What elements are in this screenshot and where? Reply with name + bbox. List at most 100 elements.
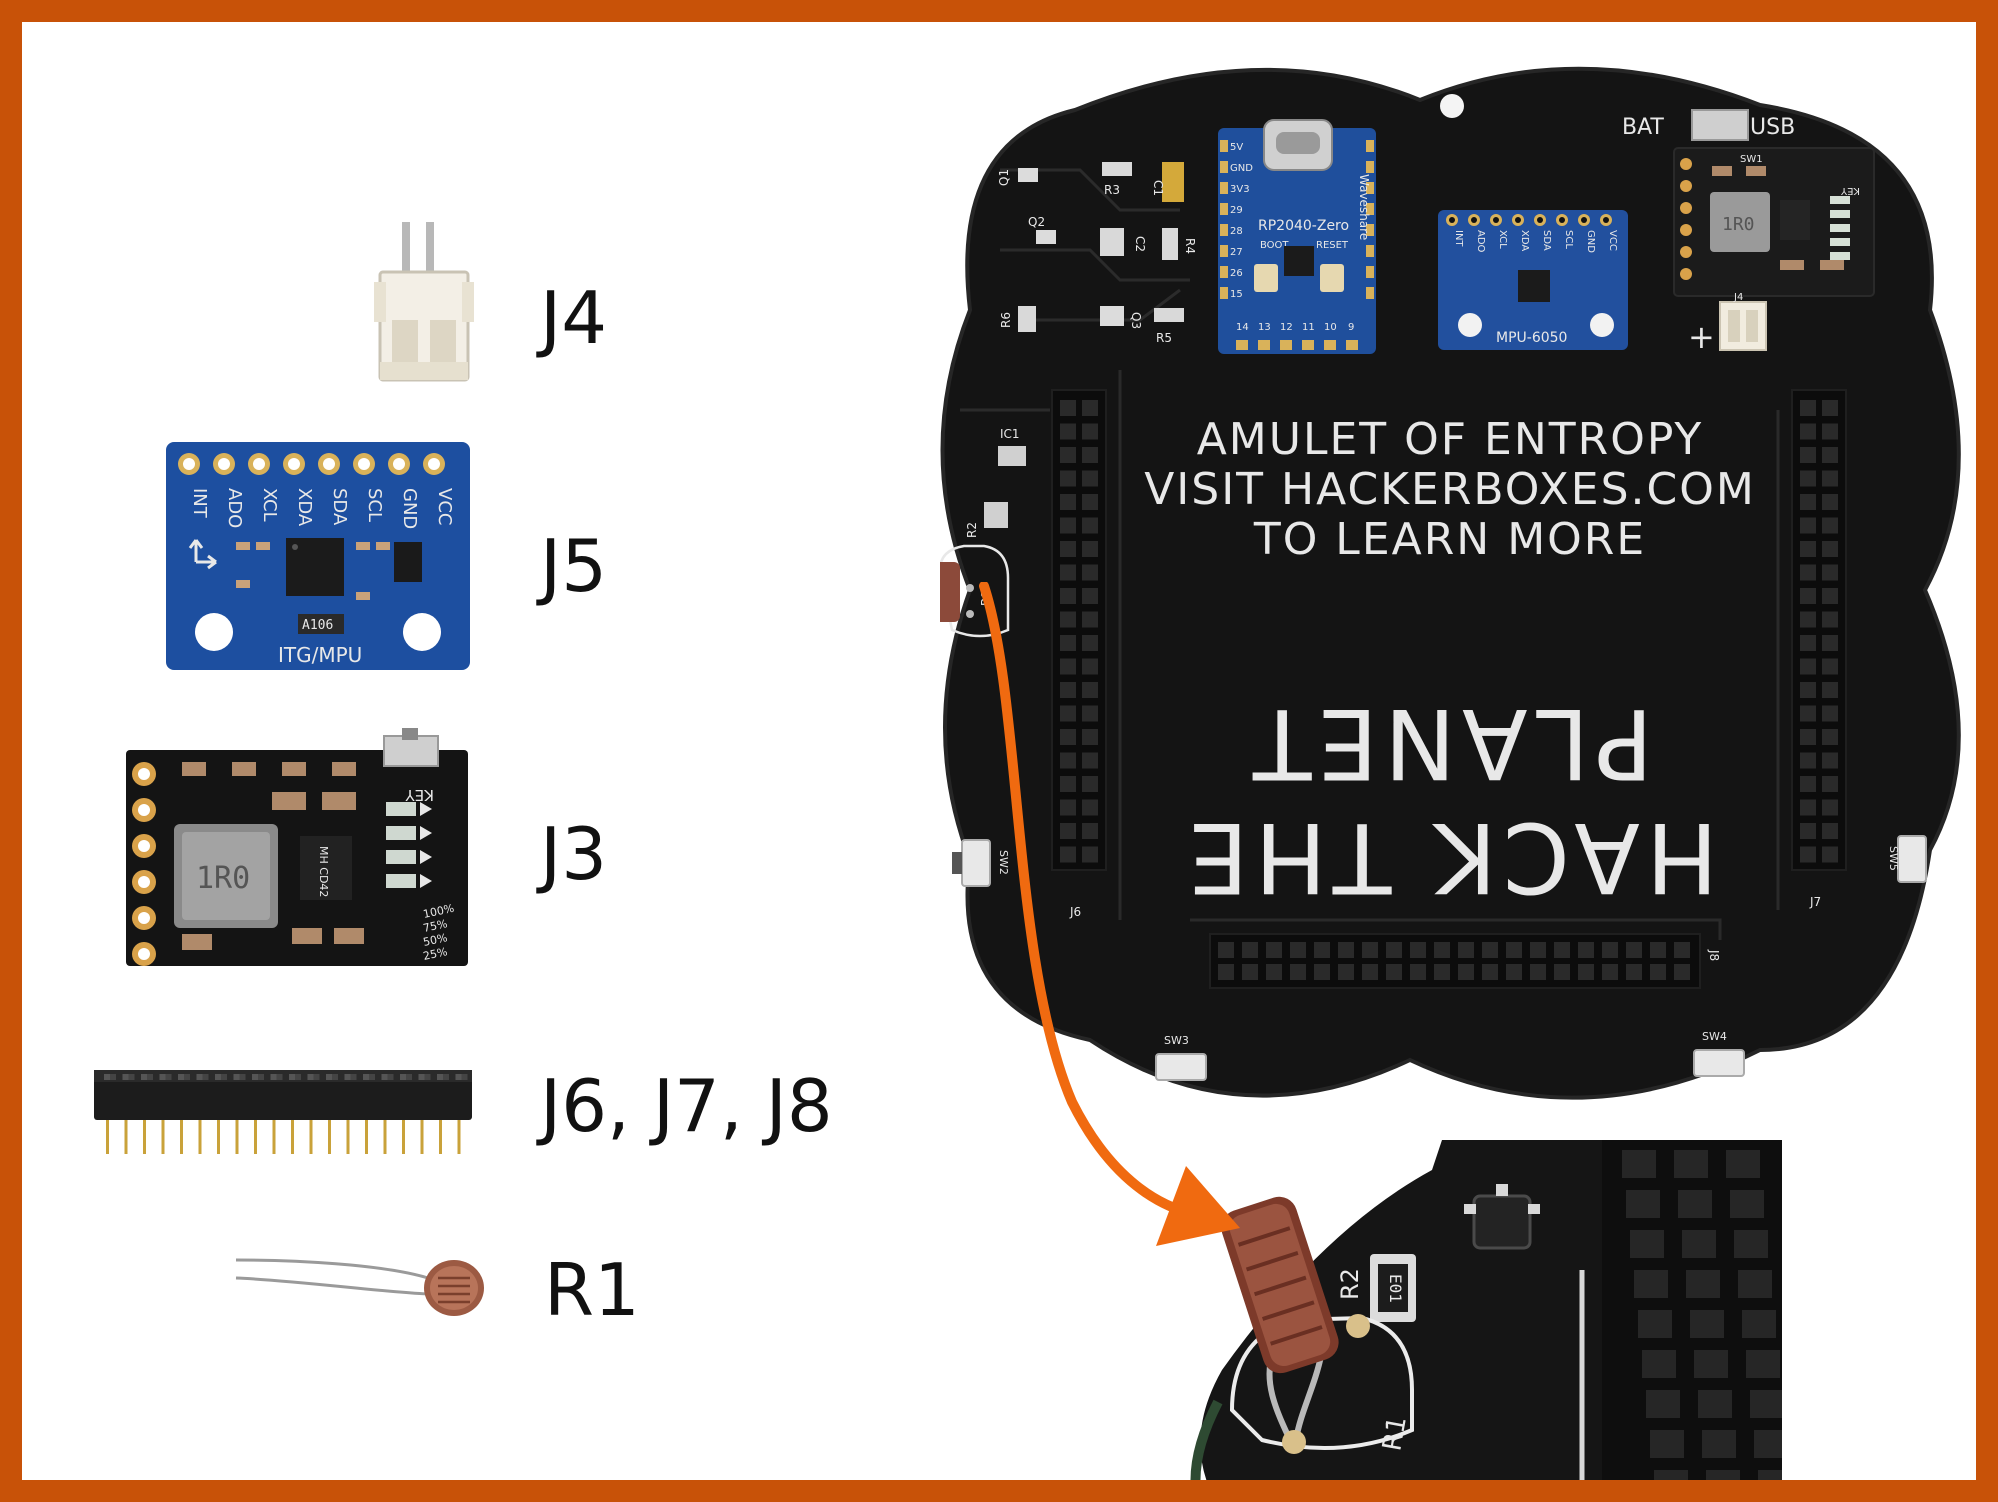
board-text-line-3: TO LEARN MORE [1253, 514, 1646, 565]
rp-name: RP2040-Zero [1258, 218, 1349, 234]
board-slogan-planet: PLANET [1247, 687, 1653, 799]
socket-hole [1822, 823, 1838, 839]
jst-connector-icon [374, 222, 474, 382]
charger-module-icon: 1R0 MH CD42 KEY 100% 75% 50% 25% [122, 728, 472, 968]
header-hole [252, 1074, 260, 1080]
header-pin [420, 1120, 424, 1154]
rp-pad [1220, 245, 1228, 257]
header-pin [383, 1120, 387, 1154]
socket-hole [1060, 823, 1076, 839]
part-label-j4: J4 [540, 276, 608, 360]
pin-hole-center [253, 458, 265, 470]
led-mark [420, 826, 432, 840]
led [1830, 224, 1850, 232]
socket-hole [1482, 942, 1498, 958]
mpu-pin-label: SCL [1563, 230, 1574, 249]
silk-r5: R5 [1156, 331, 1172, 345]
socket-hole [1082, 564, 1098, 581]
socket-hole [1290, 964, 1306, 980]
closeup-socket-hole [1702, 1430, 1736, 1458]
socket-hole [1602, 964, 1618, 980]
pin-hole-center [393, 458, 405, 470]
led [386, 802, 416, 816]
socket-hole [1082, 682, 1098, 698]
rp-pad [1220, 287, 1228, 299]
socket-hole [1060, 470, 1076, 487]
socket-hole [1650, 964, 1666, 980]
socket-hole [1060, 541, 1076, 557]
board-charger-module: BAT USB SW1 1R0 KEY J4 + [1622, 109, 1875, 356]
socket-hole [1578, 942, 1594, 958]
closeup-socket-hole [1682, 1230, 1716, 1258]
header-hole [344, 1074, 353, 1080]
rp-pin-label: 15 [1230, 289, 1243, 300]
socket-hole [1800, 400, 1816, 416]
header-pin [106, 1120, 109, 1154]
socket-hole [1822, 682, 1838, 698]
silk-r4: R4 [1183, 238, 1197, 254]
led-mark [420, 850, 432, 864]
rp-pad [1366, 203, 1374, 215]
socket-hole [1822, 611, 1838, 628]
rp-pin-label: 5V [1230, 142, 1243, 153]
rp-pad [1236, 340, 1248, 350]
socket-hole [1338, 964, 1354, 980]
socket-hole [1800, 611, 1816, 628]
socket-hole [1800, 799, 1816, 816]
mpu-pin-labels: INT ADO XCL XDA SDA SCL GND VCC [189, 488, 455, 529]
led [386, 850, 416, 864]
header-hole [369, 1074, 375, 1080]
socket-hole [1290, 942, 1306, 958]
socket-hole [1060, 752, 1076, 769]
photoresistor-icon [232, 1234, 492, 1324]
pad-hole [138, 948, 150, 960]
header-pin [143, 1120, 146, 1154]
socket-hole [1554, 942, 1570, 958]
header-hole [128, 1074, 135, 1080]
socket-hole [1822, 400, 1838, 416]
silk-j7: J7 [1809, 895, 1821, 909]
header-hole [276, 1074, 283, 1080]
pad-hole [138, 912, 150, 924]
arrow-to-closeup [962, 582, 1282, 1282]
mpu-name: MPU-6050 [1496, 330, 1567, 346]
silk-c1: C1 [1151, 180, 1165, 196]
socket-hole [1060, 729, 1076, 745]
header-hole [307, 1074, 316, 1080]
part-label-j678: J6, J7, J8 [540, 1064, 833, 1148]
socket-hole [1800, 447, 1816, 463]
silk-sw4: SW4 [1702, 1030, 1727, 1043]
socket-hole [1822, 564, 1838, 581]
socket-hole [1314, 942, 1330, 958]
header-pin [235, 1120, 239, 1154]
level-label: 100% [422, 902, 455, 921]
header-j8: J8 [1209, 933, 1721, 989]
rp-pad [1346, 340, 1358, 350]
socket-hole [1082, 588, 1098, 604]
closeup-socket-hole [1698, 1390, 1732, 1418]
socket-hole [1822, 846, 1838, 863]
header-hole [178, 1074, 186, 1080]
socket-hole [1060, 799, 1076, 816]
socket-hole [1060, 776, 1076, 792]
pad [1680, 246, 1692, 258]
header-hole [221, 1074, 227, 1080]
closeup-socket-hole [1738, 1270, 1772, 1298]
header-j7: J7 [1791, 389, 1847, 909]
socket-hole [1060, 611, 1076, 628]
socket-hole [1060, 846, 1076, 863]
socket-hole [1822, 729, 1838, 745]
socket-hole [1530, 942, 1546, 958]
socket-hole [1082, 705, 1098, 722]
mpu-pin-hole-center [1581, 217, 1587, 223]
header-hole [110, 1074, 116, 1080]
silk-j4: J4 [1733, 292, 1743, 303]
board-light-sensor-area: IC1 R2 R1 [940, 427, 1026, 638]
socket-hole [1082, 776, 1098, 792]
closeup-socket-hole [1686, 1270, 1720, 1298]
led-mark [420, 874, 432, 888]
board-title-text: AMULET OF ENTROPY VISIT HACKERBOXES.COM … [1144, 414, 1754, 913]
inductor-marking: 1R0 [196, 861, 250, 896]
mpu-pin-label: ADO [1475, 230, 1486, 253]
socket-hole [1060, 705, 1076, 722]
